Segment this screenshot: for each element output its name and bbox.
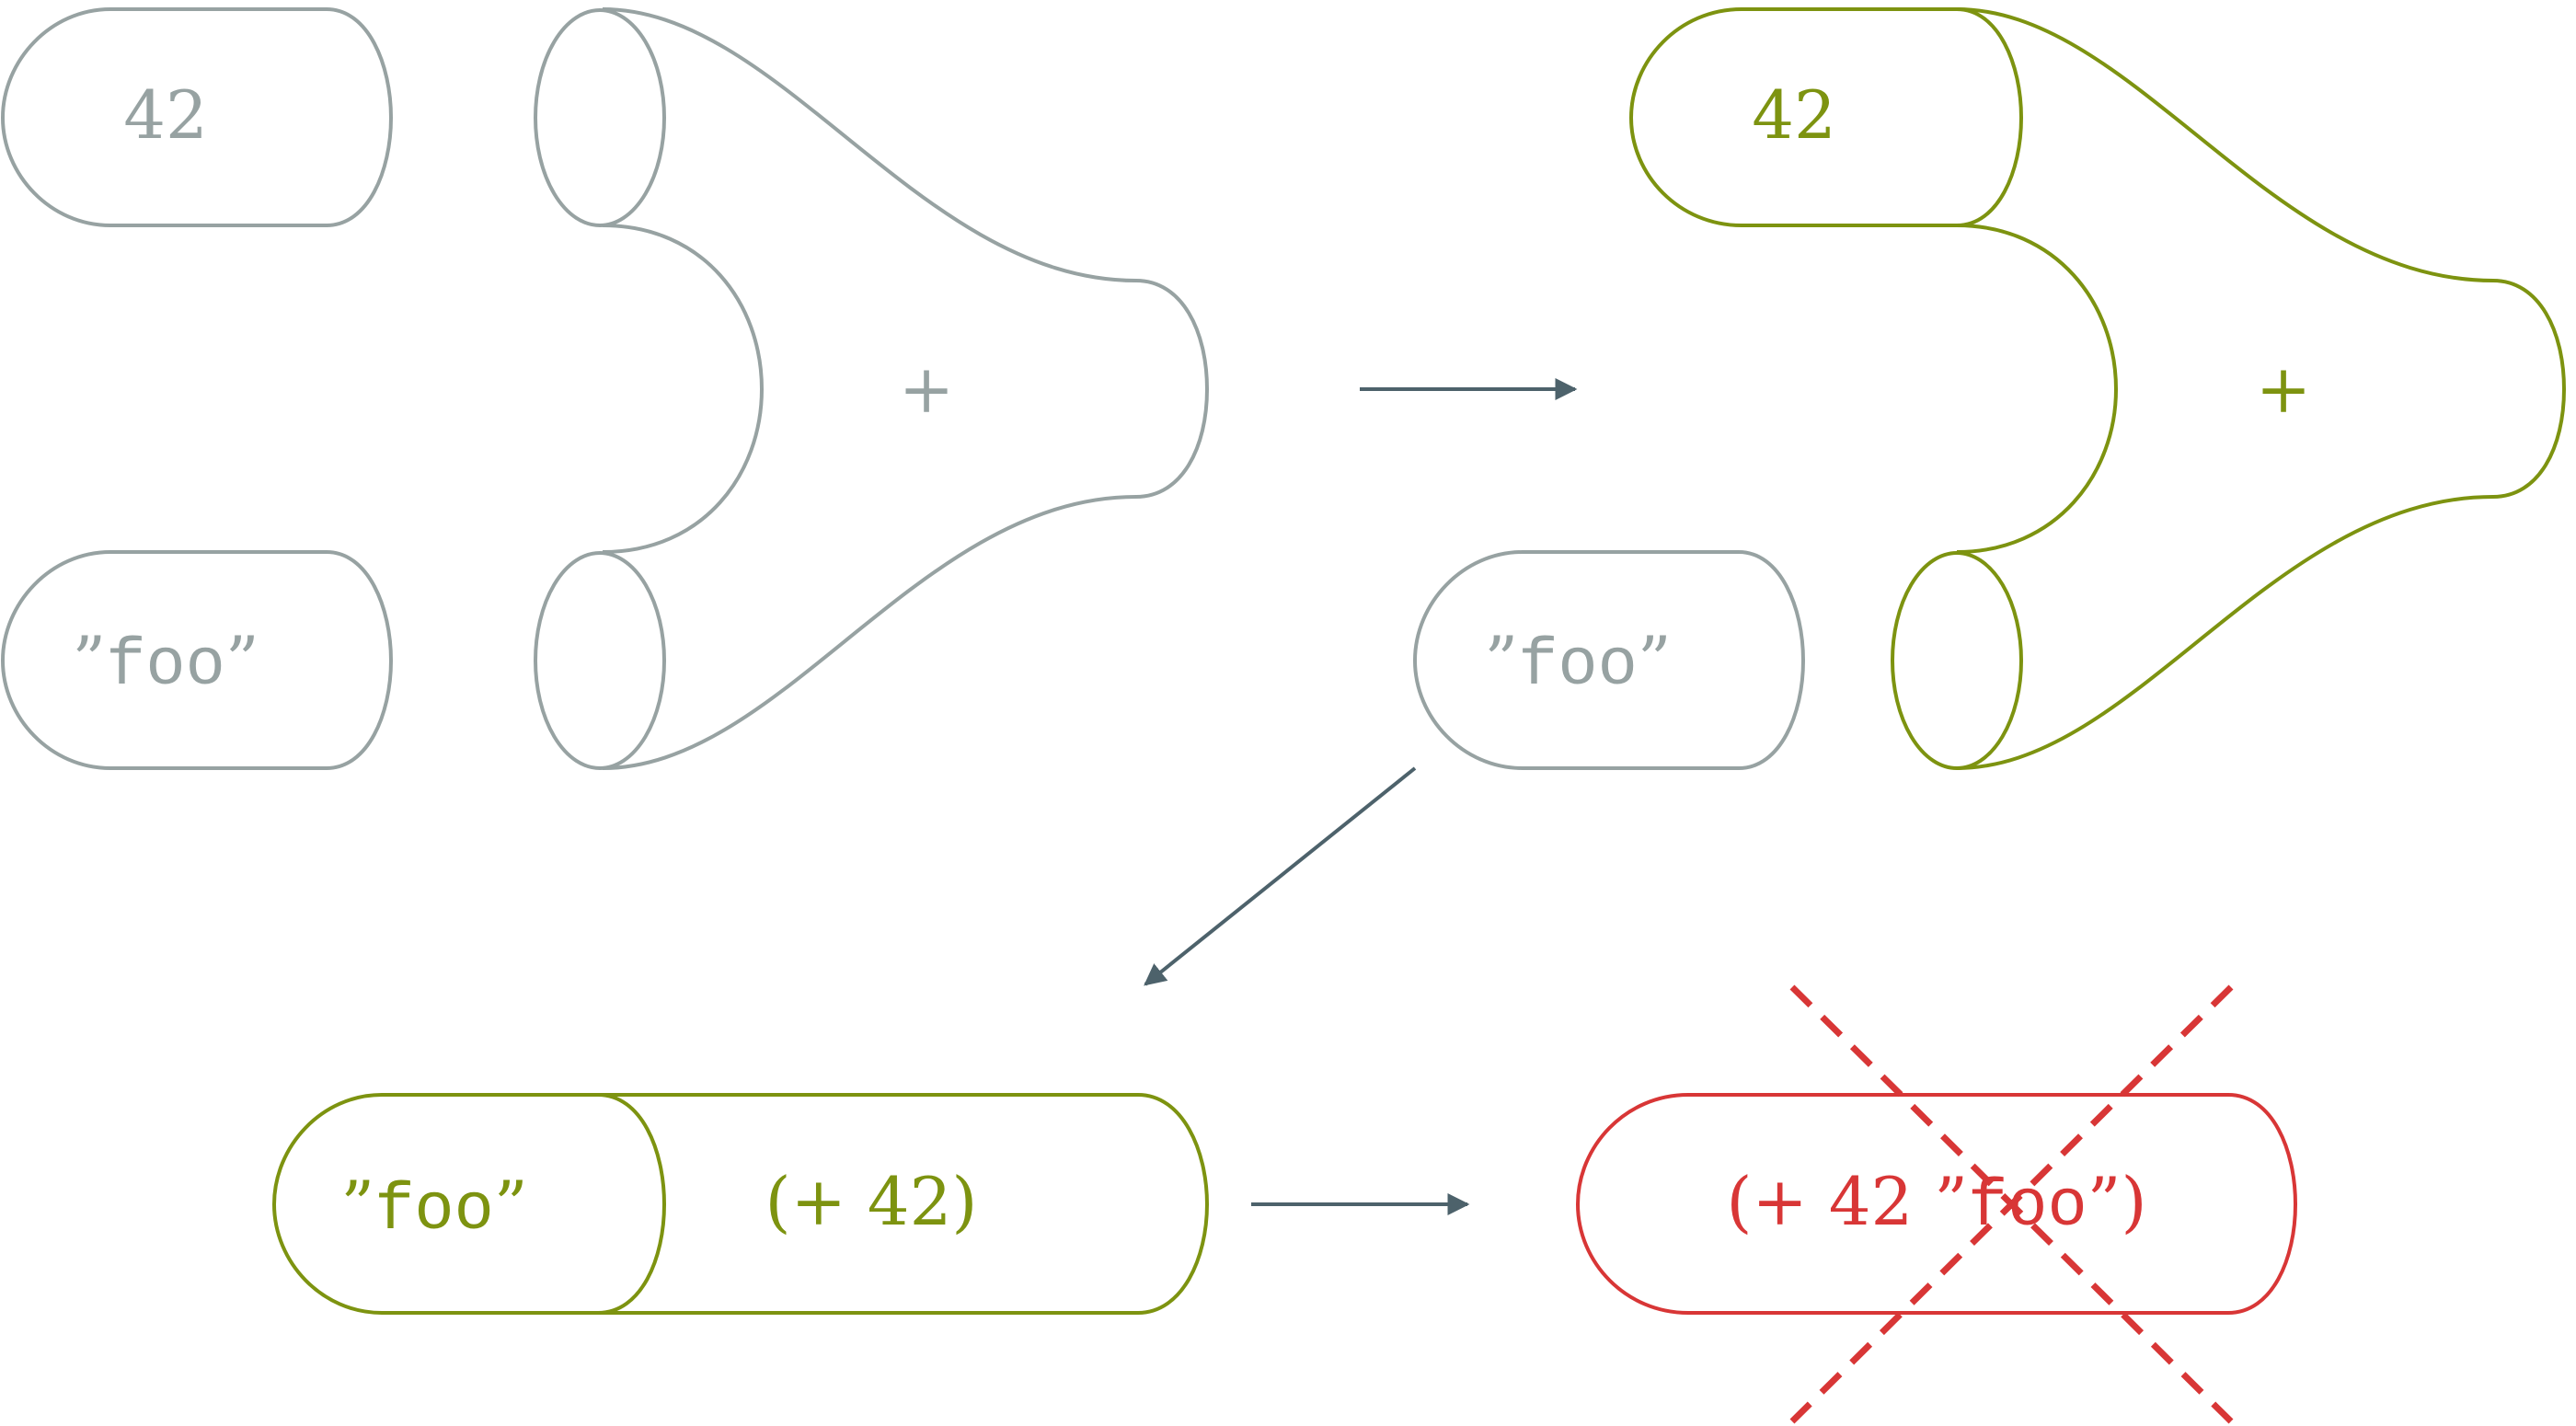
remaining-string-label: ”foo”	[1484, 622, 1671, 704]
applied-plus-remaining-slot	[1891, 551, 2023, 770]
plus-function-shape	[534, 7, 1210, 770]
applied-plus-function-shape	[1628, 7, 2567, 770]
error-cross-icon	[1789, 984, 2234, 1424]
partial-function-label: (+ 42)	[765, 1163, 977, 1240]
applied-number-label: 42	[1752, 76, 1836, 154]
remaining-string-capsule	[1412, 550, 1806, 770]
number-value-label: 42	[123, 76, 208, 154]
plus-first-input-slot	[534, 8, 666, 227]
invalid-result-label: (+ 42 ”foo”)	[1726, 1163, 2146, 1245]
invalid-result-capsule	[1575, 1093, 2298, 1315]
plus-second-input-slot	[534, 551, 666, 770]
applied-plus-symbol: +	[2256, 351, 2311, 428]
string-value-capsule	[0, 550, 394, 770]
applied-number-capsule	[1628, 7, 2024, 227]
partial-string-label: ”foo”	[340, 1167, 527, 1248]
partial-application-capsule	[271, 1093, 1210, 1315]
partial-string-slot-divider	[597, 1093, 667, 1315]
arrow-apply-second	[1144, 766, 1417, 986]
plus-symbol: +	[899, 351, 954, 428]
string-value-label: ”foo”	[72, 622, 259, 704]
number-value-capsule	[0, 7, 394, 227]
